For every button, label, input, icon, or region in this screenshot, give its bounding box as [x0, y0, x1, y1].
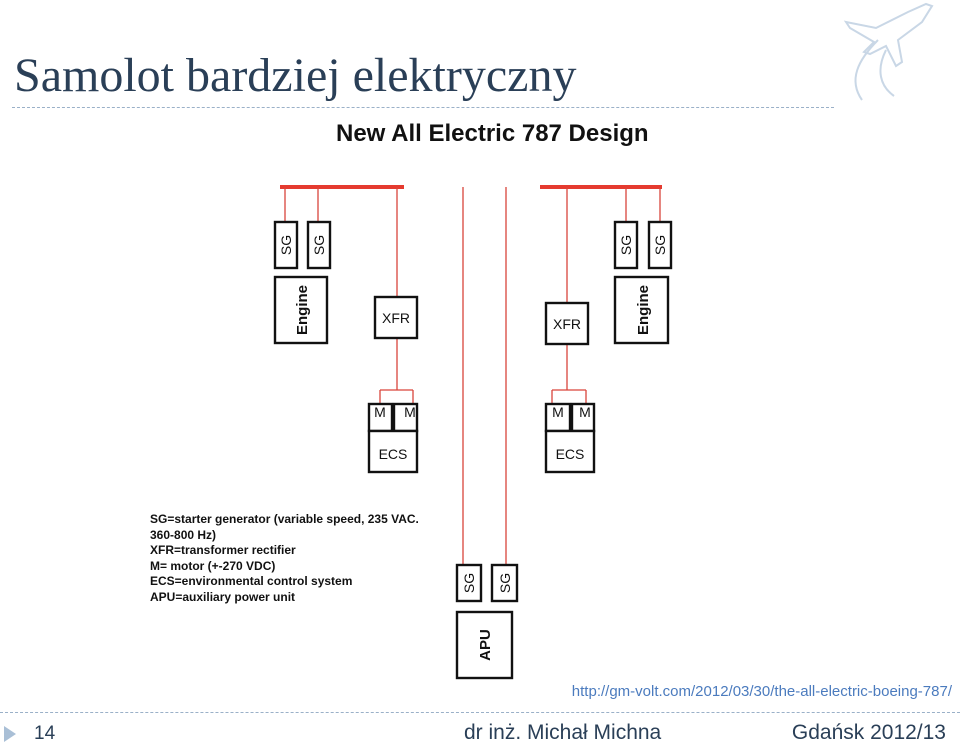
left-motor-1: M	[367, 402, 394, 433]
left-sg-2: SG	[306, 220, 332, 270]
svg-text:SG: SG	[618, 235, 634, 255]
legend-line: M= motor (+-270 VDC)	[150, 558, 276, 573]
right-motor-2: M	[570, 402, 596, 433]
svg-text:M: M	[404, 404, 416, 420]
svg-text:SG: SG	[278, 235, 294, 255]
svg-text:SG: SG	[497, 573, 513, 593]
footer-author: dr inż. Michał Michna	[464, 721, 662, 744]
diagram-title: New All Electric 787 Design	[336, 120, 649, 147]
source-link[interactable]: http://gm-volt.com/2012/03/30/the-all-el…	[571, 683, 952, 700]
left-motor-2: M	[392, 402, 419, 433]
svg-text:XFR: XFR	[553, 316, 581, 332]
legend-line: APU=auxiliary power unit	[150, 589, 296, 604]
legend-line: SG=starter generator (variable speed, 23…	[150, 512, 419, 526]
left-engine: Engine	[273, 275, 329, 345]
page-number: 14	[34, 723, 56, 744]
svg-text:ECS: ECS	[556, 446, 585, 462]
right-xfr: XFR	[544, 301, 590, 346]
svg-text:Engine: Engine	[635, 285, 652, 335]
svg-text:SG: SG	[461, 573, 477, 593]
svg-text:SG: SG	[311, 235, 327, 255]
apu-sg-1: SG	[455, 563, 483, 603]
svg-text:XFR: XFR	[382, 310, 410, 326]
airplane-icon	[843, 2, 934, 101]
right-engine: Engine	[613, 275, 670, 345]
apu: APU	[455, 610, 514, 680]
legend-line: XFR=transformer rectifier	[150, 543, 296, 557]
svg-text:M: M	[579, 404, 591, 420]
footer-place-year: Gdańsk 2012/13	[791, 721, 946, 744]
svg-text:APU: APU	[477, 629, 494, 661]
legend-line: 360-800 Hz)	[150, 527, 217, 542]
right-sg-2: SG	[647, 220, 673, 270]
right-motor-1: M	[544, 402, 572, 433]
diagram-legend: SG=starter generator (variable speed, 23…	[150, 512, 419, 605]
svg-text:M: M	[552, 404, 564, 420]
svg-text:Engine: Engine	[294, 285, 311, 335]
footer-divider	[0, 712, 960, 713]
svg-text:M: M	[374, 404, 386, 420]
left-xfr: XFR	[373, 295, 419, 340]
left-sg-1: SG	[273, 220, 299, 270]
legend-line: ECS=environmental control system	[150, 574, 353, 588]
triangle-icon	[4, 726, 16, 742]
svg-text:ECS: ECS	[379, 446, 408, 462]
svg-text:SG: SG	[652, 235, 668, 255]
right-ecs: ECS	[544, 429, 596, 474]
left-ecs: ECS	[367, 429, 419, 474]
slide-title: Samolot bardziej elektryczny	[14, 49, 577, 102]
title-divider	[12, 107, 834, 108]
apu-sg-2: SG	[490, 563, 519, 603]
right-sg-1: SG	[613, 220, 639, 270]
